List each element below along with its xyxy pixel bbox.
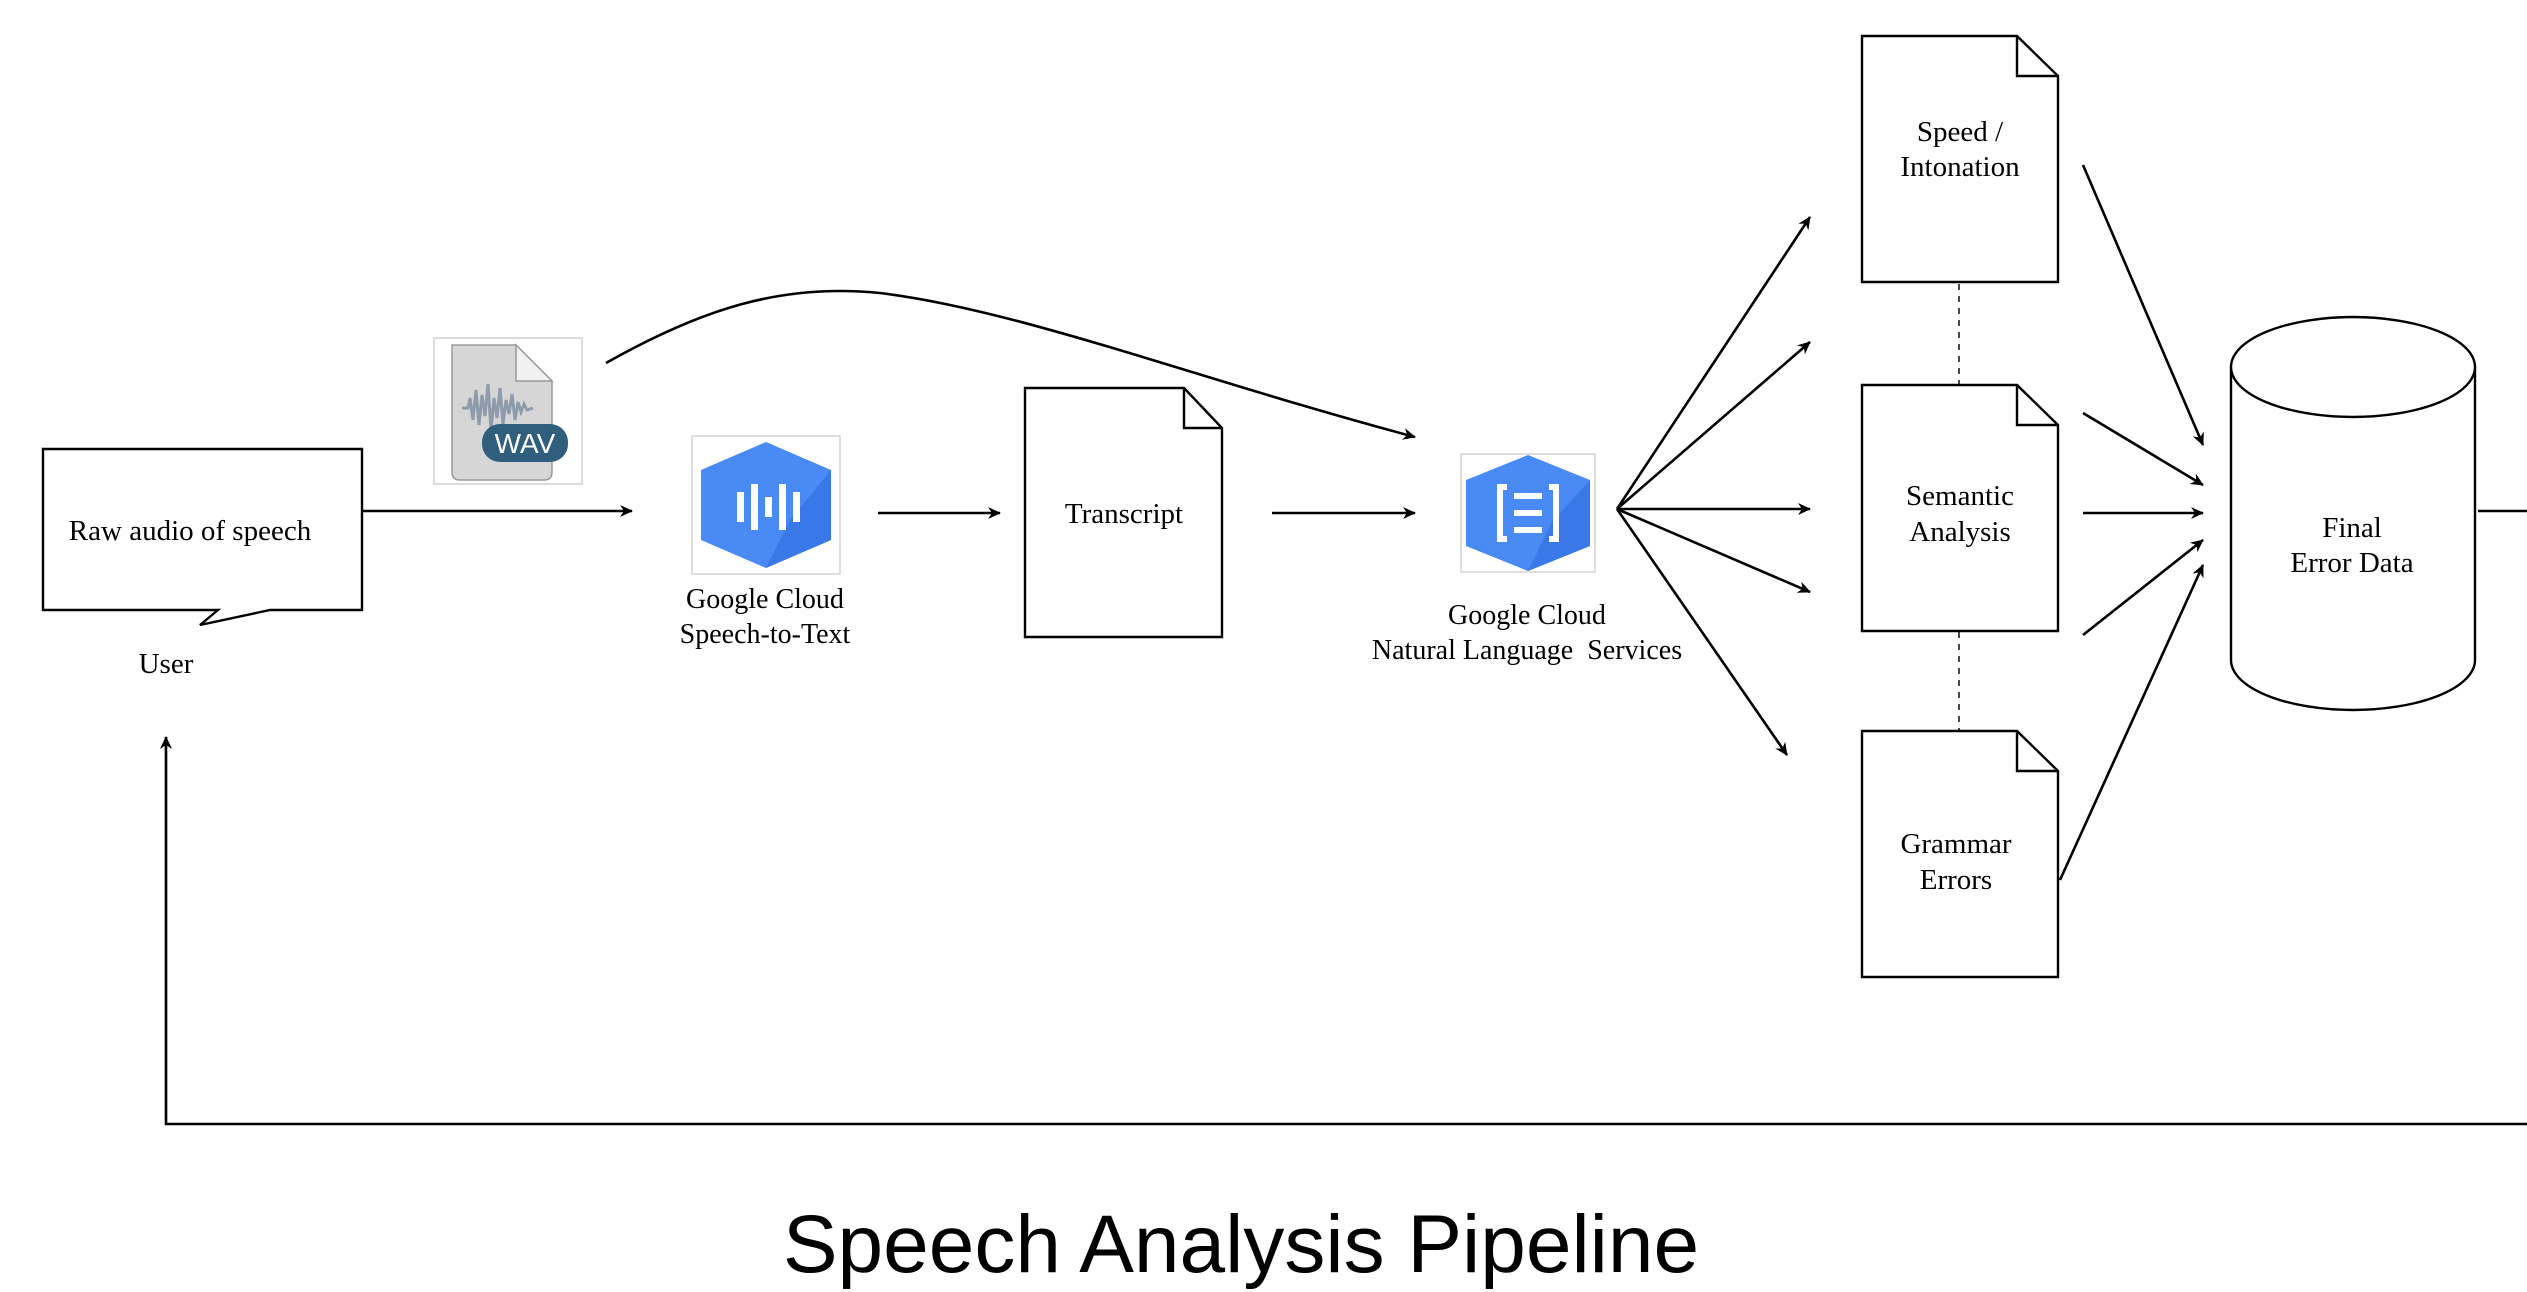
edge-grammar-to-final [2058, 564, 2205, 881]
grammar-errors-document-shape [1860, 729, 2060, 979]
speech-to-text-line1: Google Cloud [686, 584, 844, 615]
semantic-analysis-node: Semantic Analysis [1860, 383, 2060, 633]
final-error-data-line2: Error Data [2290, 547, 2413, 579]
edge-nl-fan-2 [1616, 341, 1811, 510]
database-cylinder-icon [2229, 367, 2477, 712]
edge-nl-fan-4 [1616, 507, 1811, 594]
waveform-icon [462, 383, 534, 431]
page-title: Speech Analysis Pipeline [783, 1199, 1699, 1290]
speech-to-text-line2: Speech-to-Text [680, 619, 851, 650]
wav-badge-label: WAV [495, 428, 556, 459]
user-caption: User [139, 648, 194, 680]
natural-language-node: Google Cloud Natural Language Services [1372, 453, 1682, 666]
speech-to-text-node: Google Cloud Speech-to-Text [680, 435, 851, 650]
speech-bubble-shape [41, 447, 364, 627]
edges [160, 164, 2527, 1126]
speed-intonation-line2: Intonation [1900, 151, 2020, 183]
grammar-errors-node: Grammar Errors [1860, 729, 2060, 979]
transcript-document-shape [1023, 386, 1224, 639]
transcript-node: Transcript [1023, 386, 1224, 639]
audio-file-icon: WAV [451, 343, 568, 481]
edge-nl-fan-1 [1615, 216, 1812, 510]
edge-speed-to-final [2081, 164, 2205, 446]
raw-audio-label: Raw audio of speech [69, 515, 312, 547]
edge-fan-a-to-final [2082, 411, 2204, 487]
user-callout: Raw audio of speech User [41, 447, 364, 680]
natural-language-line2: Natural Language Services [1372, 635, 1682, 666]
semantic-analysis-document-shape [1860, 383, 2060, 633]
edge-wav-to-natural-language [605, 289, 1416, 440]
edge-nl-fan-5 [1615, 508, 1789, 756]
natural-language-line1: Google Cloud [1448, 600, 1606, 631]
speed-intonation-node: Speed / Intonation [1860, 34, 2060, 284]
final-error-data-node: Final Error Data [2229, 315, 2477, 712]
natural-language-icon [1466, 455, 1590, 571]
speed-intonation-document-shape [1860, 34, 2060, 284]
speed-intonation-line1: Speed / [1917, 116, 2004, 148]
edge-feedback-to-user [160, 736, 2527, 1126]
wav-badge [482, 424, 568, 462]
grammar-errors-line2: Errors [1920, 864, 1992, 896]
transcript-label: Transcript [1065, 498, 1183, 530]
semantic-analysis-line2: Analysis [1909, 516, 2011, 548]
final-error-data-line1: Final [2322, 512, 2382, 544]
wav-file: WAV [433, 337, 583, 485]
edge-fan-b-to-final [2082, 538, 2204, 637]
speech-to-text-icon [701, 442, 831, 568]
grammar-errors-line1: Grammar [1900, 828, 2011, 860]
database-cylinder-top [2229, 315, 2477, 419]
semantic-analysis-line1: Semantic [1906, 480, 2014, 512]
